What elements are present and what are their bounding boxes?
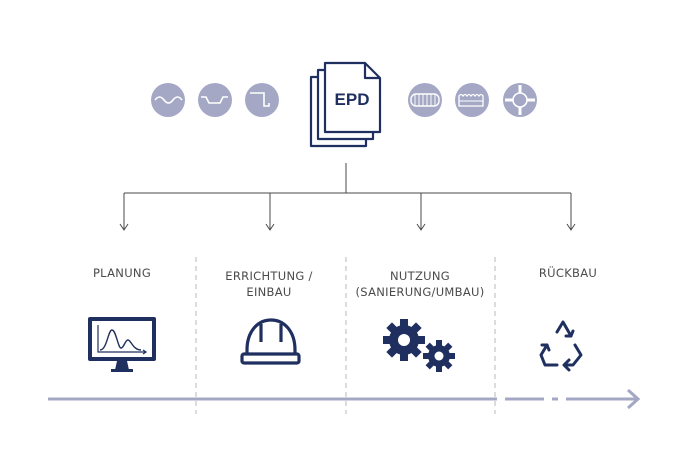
phase-label-rueckbau: RÜCKBAU xyxy=(538,266,598,280)
material-icons-left xyxy=(151,83,279,117)
material-icons-right xyxy=(408,83,537,117)
wave-profile-icon xyxy=(151,83,185,117)
insulation-panel-icon xyxy=(455,83,489,117)
phase-label-planung: PLANUNG xyxy=(92,266,152,280)
monitor-chart-icon xyxy=(88,317,156,372)
z-profile-icon xyxy=(245,83,279,117)
phase-label-errichtung: ERRICHTUNG / EINBAU xyxy=(225,269,313,299)
pipe-cross-section-icon xyxy=(503,83,537,117)
timeline-arrow xyxy=(48,388,641,410)
phase-dividers xyxy=(195,257,496,414)
gears-icon xyxy=(383,319,455,372)
recycle-icon xyxy=(539,320,583,372)
epd-label: EPD xyxy=(335,90,370,109)
epd-document-icon xyxy=(309,61,382,148)
trapezoid-profile-icon xyxy=(198,83,232,117)
connector-tree xyxy=(119,163,576,231)
hard-hat-icon xyxy=(240,318,301,365)
insulation-roll-icon xyxy=(408,83,442,117)
phase-label-nutzung: NUTZUNG (SANIERUNG/UMBAU) xyxy=(355,269,485,299)
